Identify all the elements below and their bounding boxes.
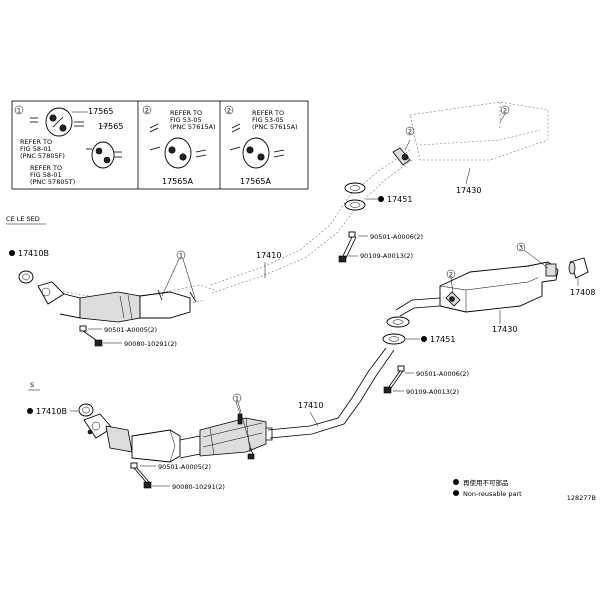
inset-1-badge [14, 105, 24, 115]
part-17565A-a: 17565A [162, 177, 193, 186]
inset-2-refer-line1: REFER TO [170, 109, 202, 117]
part-17410B-bot: 17410B [36, 407, 67, 416]
lower-section-label: S [30, 381, 34, 389]
part-17565A-b: 17565A [240, 177, 271, 186]
inset-2-refer-line3: (PNC 57615A) [170, 123, 216, 131]
rubber-hanger-icon [242, 137, 270, 169]
hanger-bracket-upper: 2 2 [392, 105, 510, 166]
inset-2-refer-line2: FIG 53-05 [170, 116, 202, 124]
part-17410-bot: 17410 [298, 401, 323, 410]
inset-1-refer1-line1: REFER TO [20, 138, 52, 146]
part-90501-a: 90501-A0006(2) [370, 233, 423, 241]
inset-1-refer1-line2: FIG 58-01 [20, 145, 52, 153]
part-90080-b: 90080-10291(2) [124, 340, 177, 348]
callout-1-upper: 1 [179, 252, 183, 260]
callout-2-topright: 2 [503, 107, 507, 115]
bolt-nut-cat-upper: 90501-A0005(2) 90080-10291(2) [79, 325, 177, 348]
mid-pipe [395, 297, 441, 317]
legend-dot-icon [453, 479, 459, 485]
gasket-17410B-lower: 17410B [27, 403, 94, 417]
part-90501-d: 90501-A0005(2) [158, 463, 211, 471]
bolt-nut-lower: 90501-A0005(2) 90080-10291(2) [130, 462, 225, 491]
inset-1-number: 1 [17, 107, 21, 115]
part-90501-b: 90501-A0005(2) [104, 326, 157, 334]
part-90501-c: 90501-A0006(2) [416, 370, 469, 378]
part-90109-c: 90109-A0013(2) [406, 388, 459, 396]
part-17451-mid: 17451 [430, 335, 455, 344]
part-17430-top: 17430 [456, 186, 481, 195]
flange-gasket-upper: 17451 [344, 182, 412, 211]
legend-line1: 再使用不可部品 [463, 478, 509, 487]
inset-1-refer2-line1: REFER TO [30, 164, 62, 172]
inset-1-refer2-line3: (PNC 57805T) [30, 178, 75, 186]
inset-3-number: 2 [227, 107, 231, 115]
callout-2-muffler: 2 [449, 271, 453, 279]
front-exhaust-pipe [267, 347, 395, 439]
inset-3-refer-line3: (PNC 57615A) [252, 123, 298, 131]
flange-gasket-mid: 17451 [382, 316, 455, 345]
part-17565-a: 17565 [88, 107, 113, 116]
part-17410-top: 17410 [256, 251, 281, 260]
figure-id: 128277B [567, 494, 596, 502]
gasket-17410B-upper: 17410B [9, 249, 49, 284]
rubber-hanger-icon [45, 107, 73, 137]
callout-2-top: 2 [408, 128, 412, 136]
part-17430-mid: 17430 [492, 325, 517, 334]
legend-dot-icon [453, 490, 459, 496]
bolt-nut-mid: 90501-A0006(2) 90109-A0013(2) [383, 365, 469, 396]
hanger-rod-upper [157, 289, 197, 303]
callout-1-lower: 1 [235, 395, 239, 403]
legend: 再使用不可部品 Non-reusable part [453, 478, 522, 498]
inset-3-refer-line1: REFER TO [252, 109, 284, 117]
main-muffler [439, 261, 559, 313]
part-17451-top: 17451 [387, 195, 412, 204]
inset-panels: 1 17565 REFER TO FIG 58-01 (PNC 57805F) … [11, 100, 309, 190]
non-reusable-dot [378, 196, 384, 202]
catalytic-converter-upper [37, 281, 191, 323]
part-90109-a: 90109-A0013(2) [360, 252, 413, 260]
rubber-hanger-icon [164, 137, 192, 169]
legend-line2: Non-reusable part [463, 490, 522, 498]
callout-3: 3 [519, 244, 523, 252]
inset-2-number: 2 [145, 107, 149, 115]
part-90080-d: 90080-10291(2) [172, 483, 225, 491]
rubber-hanger-icon [91, 141, 115, 169]
bolt-nut-upper: 90501-A0006(2) 90109-A0013(2) [338, 231, 423, 263]
inset-1-refer2-line2: FIG 58-01 [30, 171, 62, 179]
part-17408: 17408 [570, 288, 595, 297]
part-17410B-top: 17410B [18, 249, 49, 258]
part-17565-b: 17565 [98, 122, 123, 131]
tail-pipe-tip: 17408 [568, 257, 595, 297]
upper-section-label: CE LE SED [6, 215, 40, 223]
catalytic-converter-lower [83, 413, 273, 463]
inset-1-refer1-line3: (PNC 57805F) [20, 152, 65, 160]
inset-3-refer-line2: FIG 53-05 [252, 116, 284, 124]
